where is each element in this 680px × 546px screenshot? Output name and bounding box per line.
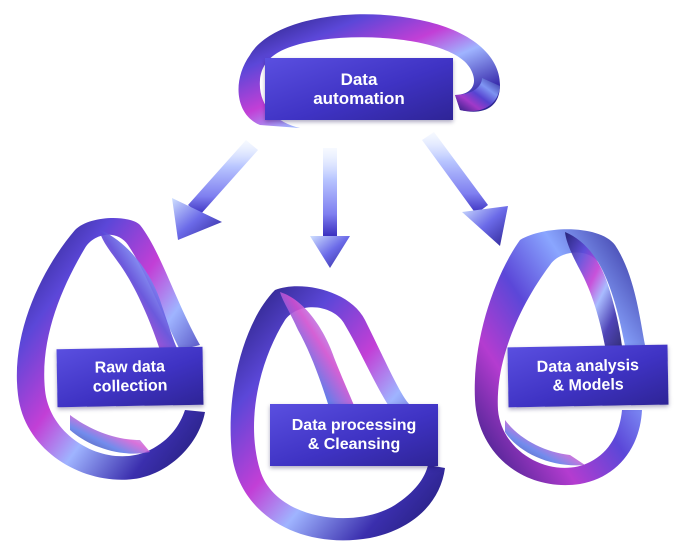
ribbon-left — [16, 218, 205, 480]
ribbon-middle — [230, 286, 445, 541]
node-data-automation: Data automation — [265, 58, 453, 120]
node-raw-data-collection: Raw data collection — [56, 346, 204, 408]
ribbon-top — [238, 14, 500, 128]
arrow-to-left — [172, 140, 258, 240]
arrow-to-right — [422, 132, 508, 246]
arrow-to-middle — [310, 148, 350, 268]
node-data-analysis-models: Data analysis & Models — [507, 344, 669, 408]
node-data-processing-cleansing: Data processing & Cleansing — [270, 404, 438, 466]
ribbon-right — [474, 229, 645, 486]
